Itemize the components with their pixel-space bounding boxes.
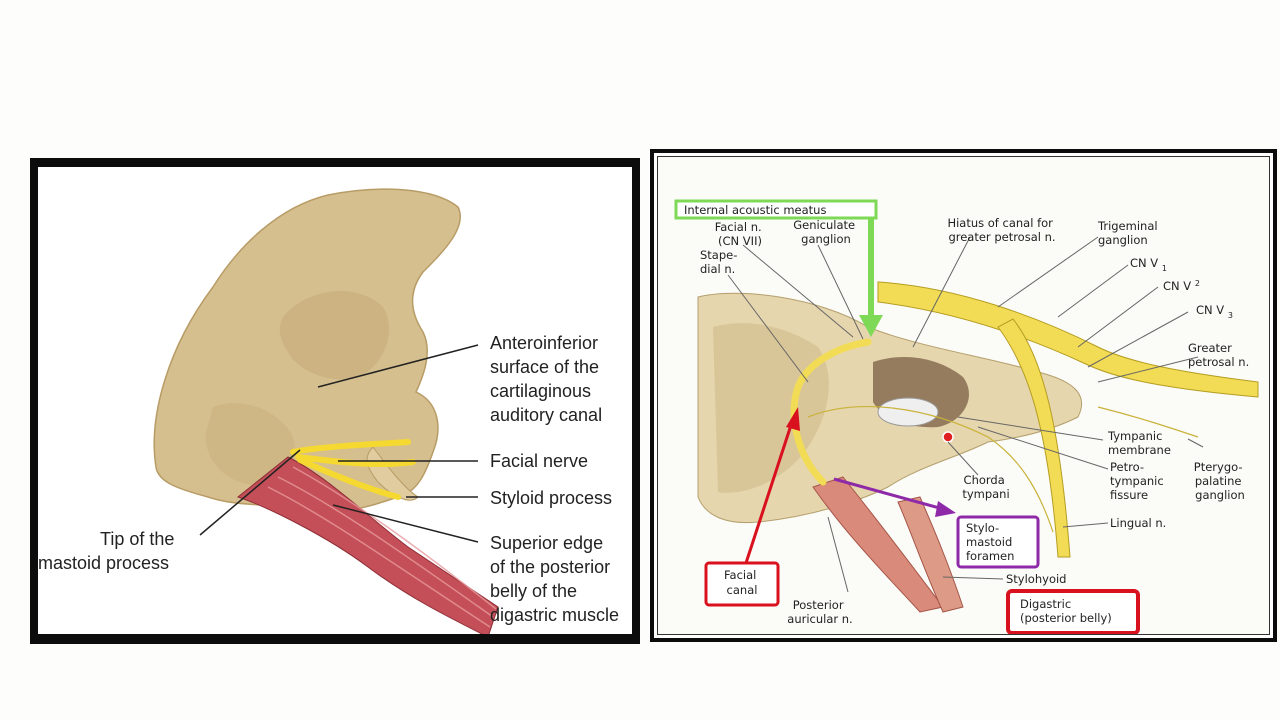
- internal-acoustic-meatus-box: [674, 199, 878, 220]
- label-facial-canal: Facial canal: [724, 568, 760, 597]
- purple-arrow-head: [935, 501, 956, 517]
- digastric-box: [1006, 589, 1140, 634]
- tympanic-membrane-illustration: [877, 397, 939, 427]
- label-trigeminal-ganglion: Trigeminal ganglion: [1097, 219, 1161, 247]
- label-posterior-auricular-n: Posterior auricular n.: [787, 598, 852, 626]
- label-digastric: Digastric (posterior belly): [1020, 597, 1112, 625]
- label-stapedial-n: Stape- dial n.: [700, 248, 741, 276]
- facial-nerve-illustration: [790, 338, 872, 486]
- red-arrow-shaft: [744, 418, 795, 564]
- label-facial-n: Facial n. (CN VII): [715, 220, 766, 248]
- label-stylohyoid: Stylohyoid: [1006, 572, 1066, 586]
- red-arrow-head: [786, 407, 800, 431]
- label-styloid-process: Styloid process: [490, 488, 612, 508]
- label-cn-v3: CN V 3: [1196, 303, 1233, 320]
- label-pterygopalatine-ganglion: Pterygo- palatine ganglion: [1194, 460, 1246, 502]
- label-tympanic-membrane: Tympanic membrane: [1107, 429, 1171, 457]
- label-greater-petrosal: Greater petrosal n.: [1188, 341, 1249, 369]
- left-diagram-svg: Anteroinferior surface of the cartilagin…: [38, 188, 619, 634]
- label-facial-nerve: Facial nerve: [490, 451, 588, 471]
- leader-superior-edge: [332, 504, 479, 543]
- right-diagram-frame: Internal acoustic meatus Facial canal St…: [650, 149, 1277, 642]
- label-geniculate-ganglion: Geniculate ganglion: [793, 218, 859, 246]
- label-chorda-tympani: Chorda tympani: [962, 473, 1009, 501]
- pointer-dot: [942, 431, 954, 443]
- chorda-tympani-illustration: [807, 405, 1199, 533]
- bone-shading-2: [205, 403, 295, 486]
- label-internal-acoustic-meatus: Internal acoustic meatus: [684, 203, 826, 217]
- label-cn-v2: CN V 2: [1163, 279, 1200, 293]
- label-petrotympanic-fissure: Petro- tympanic fissure: [1110, 460, 1167, 502]
- green-arrow-head: [859, 315, 883, 337]
- bone-shading: [279, 290, 389, 380]
- left-diagram-frame: Anteroinferior surface of the cartilagin…: [30, 158, 640, 644]
- right-diagram: Internal acoustic meatus Facial canal St…: [657, 156, 1270, 635]
- right-diagram-border: Internal acoustic meatus Facial canal St…: [654, 153, 1273, 638]
- cn-v3-illustration: [997, 318, 1071, 558]
- leader-anteroinferior: [317, 344, 479, 388]
- purple-arrow-shaft: [833, 477, 944, 511]
- label-anteroinferior: Anteroinferior surface of the cartilagin…: [490, 333, 604, 425]
- facial-nerve-illustration: [290, 439, 416, 500]
- stylomastoid-foramen-box: [956, 515, 1040, 569]
- label-superior-edge: Superior edge of the posterior belly of …: [490, 533, 619, 625]
- facial-canal-box: [704, 561, 780, 607]
- label-mastoid-tip: Tip of the mastoid process: [38, 529, 179, 573]
- left-diagram: Anteroinferior surface of the cartilagin…: [38, 167, 632, 634]
- label-lingual-n: Lingual n.: [1110, 516, 1166, 530]
- leader-mastoid-tip: [199, 449, 301, 536]
- label-stylomastoid-foramen: Stylo- mastoid foramen: [966, 521, 1016, 563]
- stylohyoid-muscle-illustration: [897, 496, 964, 613]
- label-cn-v1: CN V 1: [1130, 256, 1167, 273]
- right-diagram-svg: Internal acoustic meatus Facial canal St…: [674, 199, 1259, 634]
- muscle-striation: [267, 466, 497, 628]
- leader-lines: [727, 236, 1204, 593]
- label-hiatus: Hiatus of canal for greater petrosal n.: [947, 216, 1056, 244]
